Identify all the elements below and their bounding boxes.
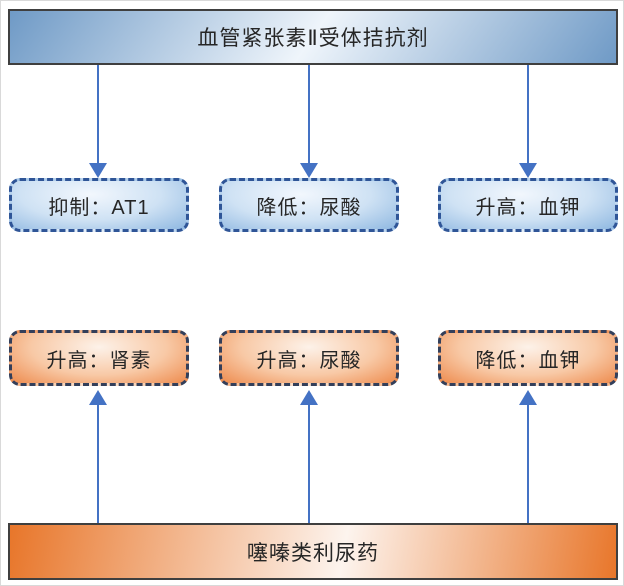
- up-arrow-1: [89, 390, 107, 523]
- node-arb-effect-potassium: 升高：血钾: [438, 178, 618, 232]
- up-arrow-3: [519, 390, 537, 523]
- arrow-head-up-icon: [519, 390, 537, 405]
- down-arrow-3: [519, 65, 537, 178]
- arrow-head-up-icon: [89, 390, 107, 405]
- node-diuretic-effect-uric-acid-label: 升高：尿酸: [256, 349, 362, 372]
- node-arb: 血管紧张素Ⅱ受体拮抗剂: [8, 9, 618, 65]
- node-arb-effect-at1-label: 抑制：AT1: [48, 196, 150, 219]
- node-arb-effect-at1: 抑制：AT1: [9, 178, 189, 232]
- arrow-head-down-icon: [519, 163, 537, 178]
- node-diuretic-effect-renin-label: 升高：肾素: [46, 349, 152, 372]
- down-arrow-2: [300, 65, 318, 178]
- arrow-head-down-icon: [89, 163, 107, 178]
- arrow-line: [527, 65, 529, 163]
- arrow-line: [527, 405, 529, 523]
- node-diuretic-effect-potassium: 降低：血钾: [438, 330, 618, 386]
- node-arb-label: 血管紧张素Ⅱ受体拮抗剂: [197, 27, 429, 50]
- node-diuretic-effect-potassium-label: 降低：血钾: [475, 349, 581, 372]
- down-arrow-1: [89, 65, 107, 178]
- node-diuretic-effect-uric-acid: 升高：尿酸: [219, 330, 399, 386]
- arrow-line: [308, 65, 310, 163]
- arrow-line: [97, 405, 99, 523]
- node-diuretic-effect-renin: 升高：肾素: [9, 330, 189, 386]
- arrow-head-down-icon: [300, 163, 318, 178]
- node-arb-effect-uric-acid-label: 降低：尿酸: [256, 196, 362, 219]
- arrow-head-up-icon: [300, 390, 318, 405]
- node-arb-effect-uric-acid: 降低：尿酸: [219, 178, 399, 232]
- node-arb-effect-potassium-label: 升高：血钾: [475, 196, 581, 219]
- node-thiazide: 噻嗪类利尿药: [8, 523, 618, 580]
- arrow-line: [97, 65, 99, 163]
- up-arrow-2: [300, 390, 318, 523]
- node-thiazide-label: 噻嗪类利尿药: [247, 541, 379, 565]
- arrow-line: [308, 405, 310, 523]
